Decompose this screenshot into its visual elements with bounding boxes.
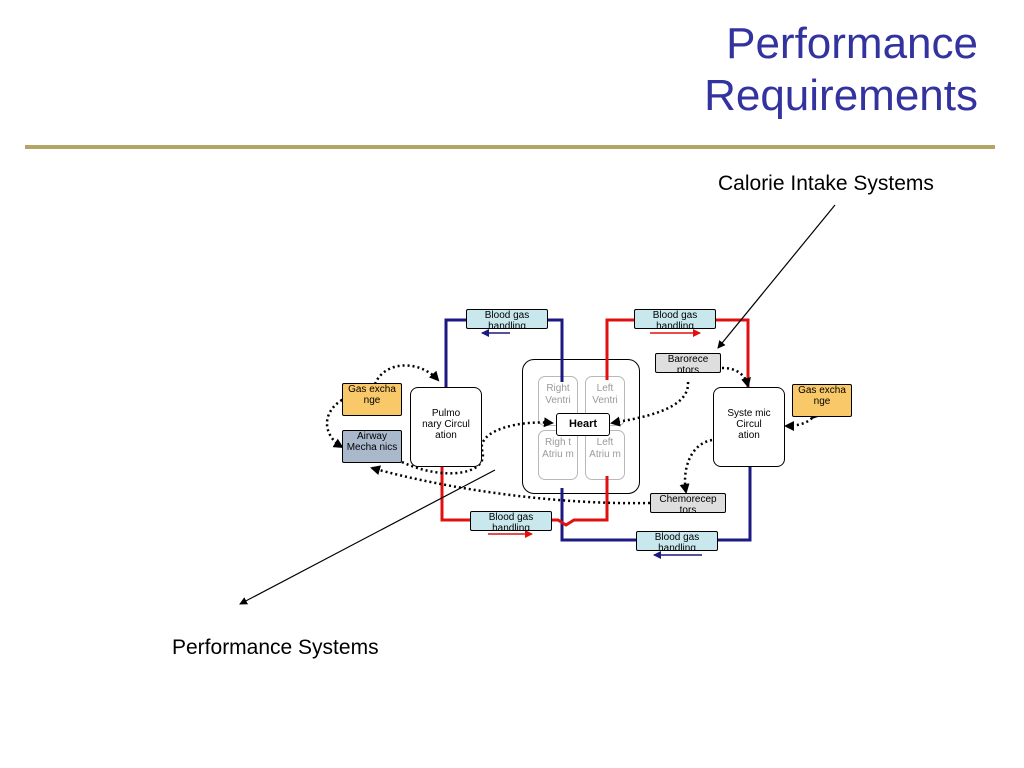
slide-title: Performance Requirements (704, 18, 978, 122)
blood-gas-handling-bottom-right: Blood gas handling (636, 531, 718, 551)
right-atrium-box: Righ t Atriu m (538, 430, 578, 480)
heart-box: Heart (556, 413, 610, 436)
gas-exchange-left-box: Gas excha nge (342, 383, 402, 416)
performance-systems-caption: Performance Systems (172, 636, 379, 659)
baroreceptors-box: Barorece ptors (655, 353, 721, 373)
systemic-circulation-box: Syste mic Circul ation (713, 387, 785, 467)
calorie-intake-caption: Calorie Intake Systems (718, 172, 934, 195)
left-atrium-box: Left Atriu m (585, 430, 625, 480)
pulmonary-vein-line (440, 466, 609, 527)
blood-gas-handling-bottom-left: Blood gas handling (470, 511, 552, 531)
airway-mechanics-box: Airway Mecha nics (342, 430, 402, 463)
title-line-1: Performance (726, 19, 978, 68)
blood-gas-handling-top-right: Blood gas handling (634, 309, 716, 329)
baroreceptor-to-heart-link (610, 381, 690, 427)
calorie-intake-pointer (717, 204, 836, 349)
gas-exchange-to-systemic-link (784, 408, 822, 431)
airway-to-heart-link (401, 417, 554, 475)
gas-to-pulmonary-link (367, 364, 440, 394)
gas-to-airway-link (325, 391, 352, 449)
baroreceptor-to-systemic-link (721, 366, 751, 388)
chemoreceptor-to-airway-link (370, 465, 651, 505)
chemoreceptors-box: Chemorecep tors (650, 493, 726, 513)
systemic-to-chemoreceptor-link (679, 438, 713, 494)
performance-systems-pointer (239, 469, 496, 605)
blood-gas-handling-top-left: Blood gas handling (466, 309, 548, 329)
pulmonary-artery-line (444, 318, 564, 390)
pulmonary-circulation-box: Pulmo nary Circul ation (410, 387, 482, 467)
gas-exchange-right-box: Gas excha nge (792, 384, 852, 417)
title-divider (25, 145, 995, 149)
title-line-2: Requirements (704, 71, 978, 120)
